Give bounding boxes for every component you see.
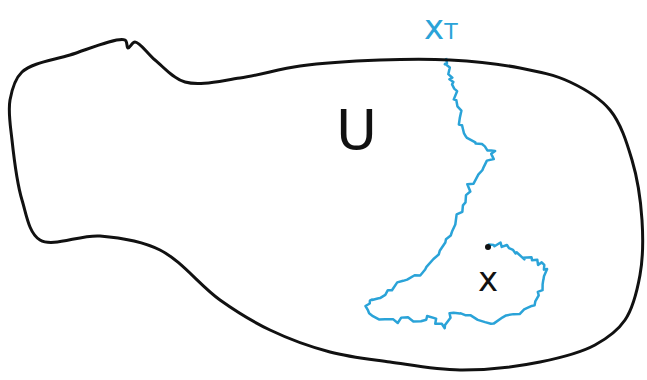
region-name: U xyxy=(336,102,377,158)
region-boundary xyxy=(9,39,643,370)
start-point xyxy=(485,244,491,250)
point-label: x xyxy=(478,262,498,296)
brownian-path xyxy=(365,58,547,328)
exit-point-label: xT xyxy=(424,10,458,44)
region-domain: U xyxy=(6,32,644,372)
region-outline xyxy=(6,32,644,372)
